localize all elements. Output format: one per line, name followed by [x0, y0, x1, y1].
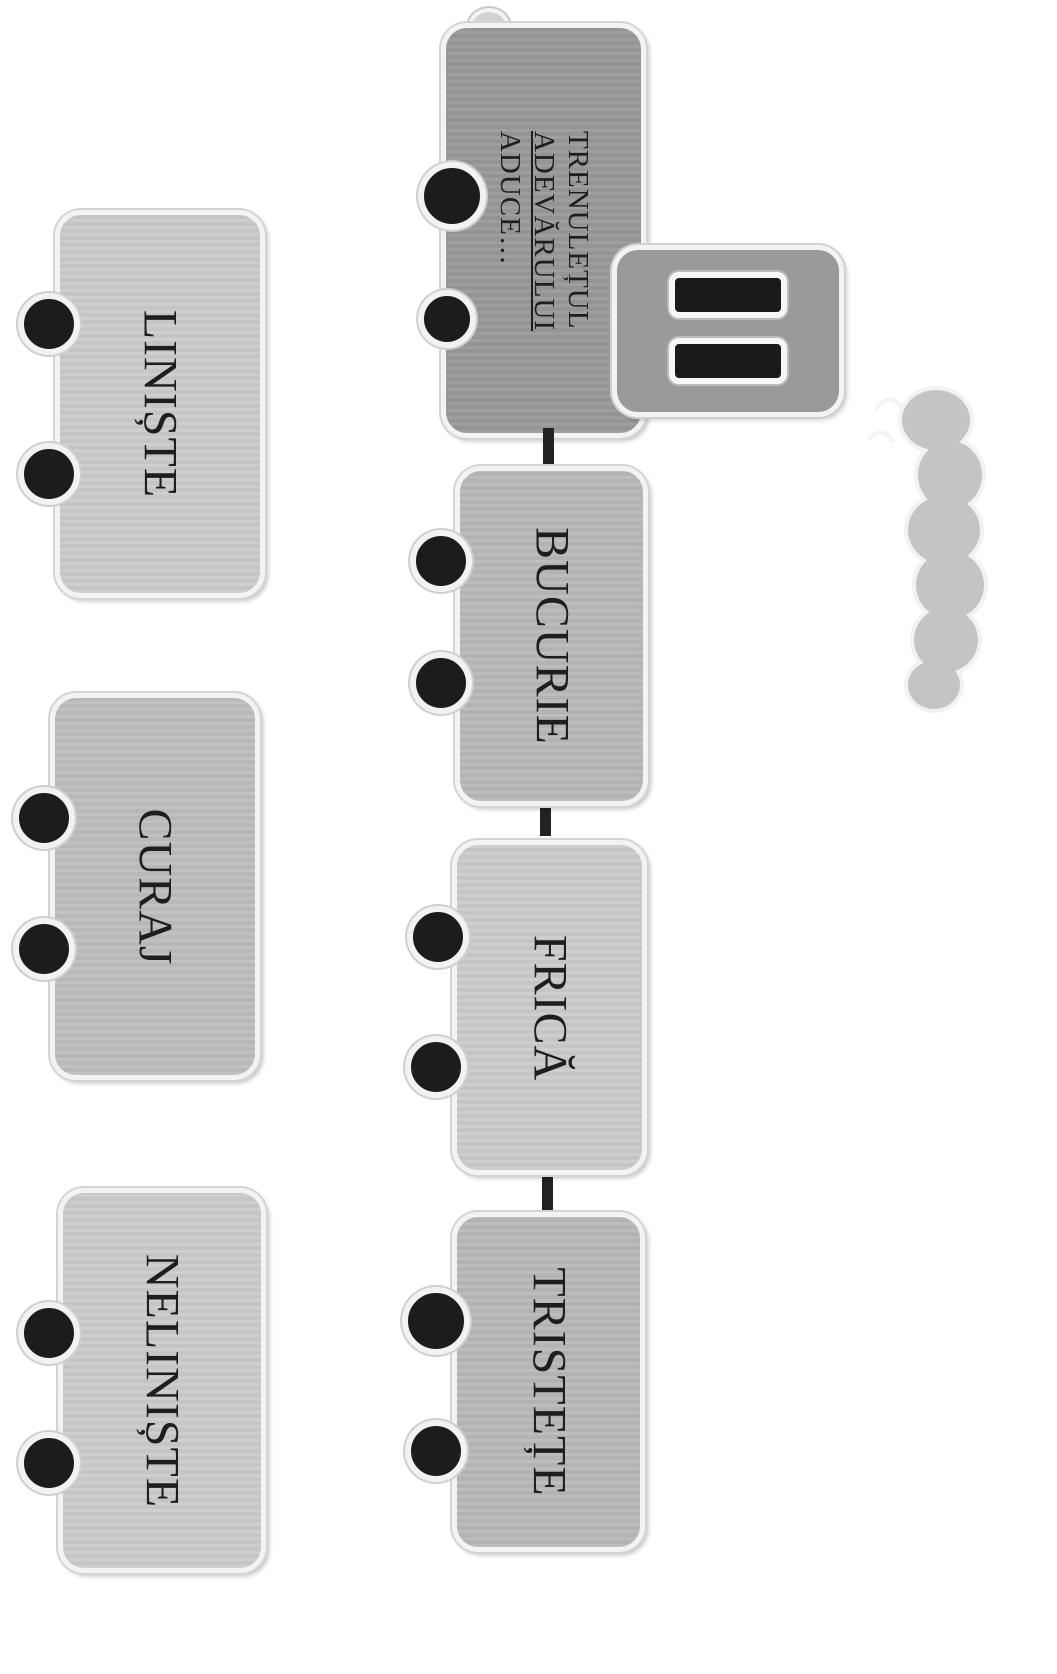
wheel [405, 1036, 467, 1098]
wheel [410, 652, 472, 714]
train-car-label: BUCURIE [524, 527, 579, 745]
loose-car-label: CURAJ [128, 808, 183, 965]
locomotive-wheel-back [418, 290, 476, 348]
coupler-1 [543, 428, 554, 466]
locomotive-title-rest: ADUCE… [493, 130, 527, 330]
wheel [13, 787, 75, 849]
train-car-label: FRICĂ [522, 934, 577, 1080]
loose-car-nelinste: NELINIȘTE [58, 1188, 266, 1573]
wheel [402, 1287, 470, 1355]
locomotive-title-line1: TRENULEȚUL [561, 130, 595, 330]
locomotive-cab [612, 245, 844, 417]
wheel [18, 1432, 80, 1494]
locomotive-title-line2: ADEVĂRULUI ADUCE… [493, 130, 561, 330]
train-car-bucurie: BUCURIE [455, 466, 648, 806]
locomotive-label: TRENULEȚUL ADEVĂRULUI ADUCE… [493, 130, 595, 330]
wheel [18, 293, 80, 355]
locomotive-wheel-front [418, 162, 486, 230]
loose-car-curaj: CURAJ [50, 693, 260, 1080]
cab-window-bottom [669, 338, 787, 384]
wheel [18, 1302, 80, 1364]
wheel [13, 918, 75, 980]
locomotive-title-underlined: ADEVĂRULUI [527, 130, 561, 330]
wheel [405, 1420, 467, 1482]
wheel [407, 906, 469, 968]
smoke-cloud [858, 380, 988, 720]
wheel [18, 443, 80, 505]
train-car-tristete: TRISTEȚE [452, 1212, 645, 1552]
cab-window-top [669, 272, 787, 318]
coupler-3 [542, 1172, 553, 1210]
loose-car-label: LINIȘTE [133, 310, 188, 498]
wheel [410, 530, 472, 592]
loose-car-label: NELINIȘTE [135, 1253, 190, 1507]
train-car-frica: FRICĂ [452, 840, 647, 1175]
train-car-label: TRISTEȚE [521, 1267, 576, 1496]
loose-car-liniste: LINIȘTE [55, 210, 265, 598]
